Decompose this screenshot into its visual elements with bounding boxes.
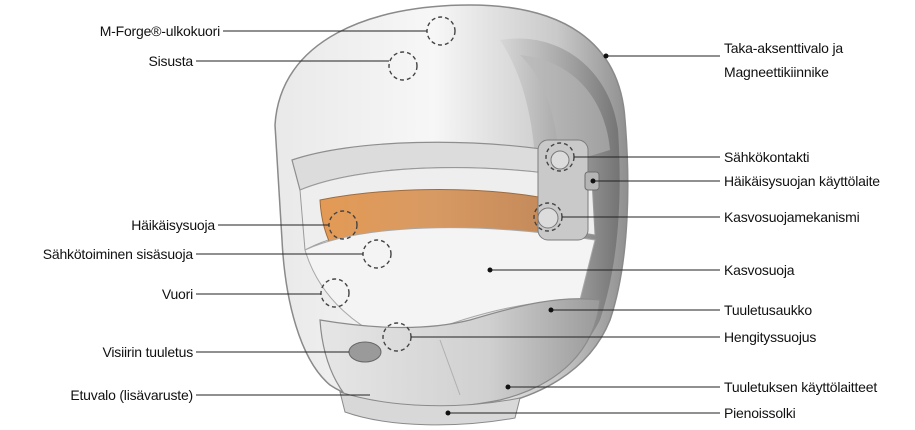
label-electric-contact: Sähkökontakti bbox=[724, 149, 809, 165]
label-face-shield-mechanism: Kasvosuojamekanismi bbox=[724, 209, 859, 225]
label-rear-light: Taka-aksenttivalo ja bbox=[724, 40, 843, 56]
label-glare-shield: Häikäisysuoja bbox=[131, 217, 215, 233]
label-electric-inner-shield: Sähkötoiminen sisäsuoja bbox=[43, 246, 193, 262]
label-glare-control: Häikäisysuojan käyttölaite bbox=[724, 173, 880, 189]
label-front-light: Etuvalo (lisävaruste) bbox=[70, 387, 193, 403]
label-face-shield: Kasvosuoja bbox=[724, 262, 794, 278]
label-liner: Vuori bbox=[162, 286, 193, 302]
label-visor-vent: Visiirin tuuletus bbox=[103, 344, 194, 360]
label-chin-spoiler: Pienoissolki bbox=[724, 405, 796, 421]
label-breath-guard: Hengityssuojus bbox=[724, 329, 816, 345]
label-magnetic-mount: Magneettikiinnike bbox=[724, 64, 829, 80]
label-vent: Tuuletusaukko bbox=[724, 302, 812, 318]
label-vent-controls: Tuuletuksen käyttölaitteet bbox=[724, 379, 877, 395]
label-shell: M-Forge®-ulkokuori bbox=[100, 23, 220, 39]
label-interior: Sisusta bbox=[148, 53, 193, 69]
